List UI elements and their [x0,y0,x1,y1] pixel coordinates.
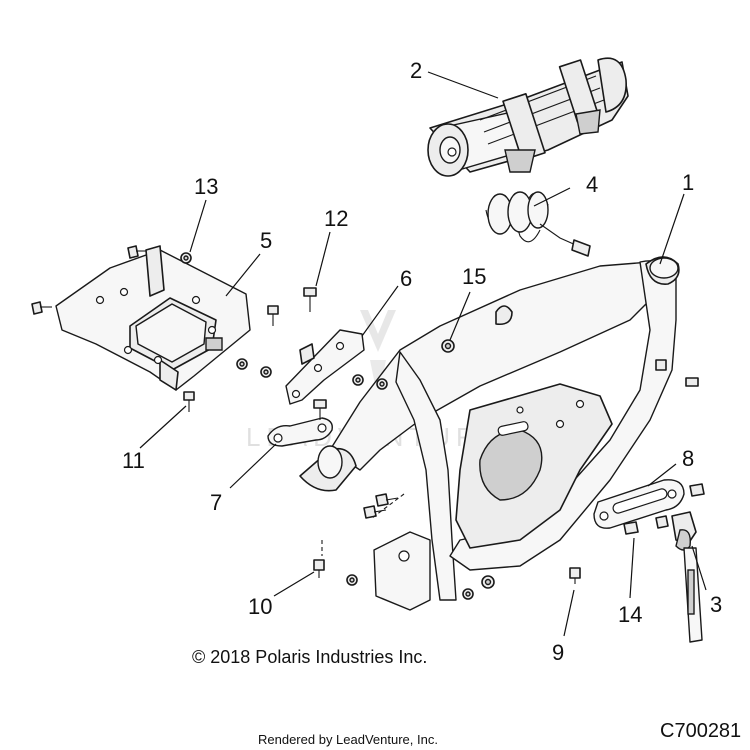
nut-g [462,588,474,600]
bolt-d [363,505,387,519]
link-plate [267,417,333,447]
front-bumper [299,256,680,611]
nut-b [260,366,272,378]
callout-11: 11 [122,448,145,473]
callout-labels: 2 1 3 4 5 6 7 8 9 10 11 12 13 14 15 [122,58,722,665]
nut-15 [441,339,455,353]
bolt-9 [569,567,581,584]
nut-f [481,575,495,589]
callout-13: 13 [194,174,218,199]
callout-3: 3 [710,592,722,617]
winch [427,57,629,177]
bolt-5b [31,301,52,315]
bolt-e [689,483,705,497]
callout-12: 12 [324,206,348,231]
diagram-id: C700281 [660,720,742,742]
fairlead [593,479,685,529]
callout-14: 14 [618,602,642,627]
bolt-a [267,305,279,326]
copyright-notice: © 2018 Polaris Industries Inc. [192,647,428,667]
side-bracket [285,329,365,405]
nut-c [352,374,364,386]
nut-a [236,358,248,370]
bolt-b [313,399,327,420]
bolt-13 [180,252,192,264]
bolt-14 [623,521,639,535]
callout-4: 4 [586,172,598,197]
fastener-bolts [31,245,705,600]
callout-5: 5 [260,228,272,253]
bolt-h [655,359,667,371]
bolt-g [685,377,699,387]
rendered-by-credit: Rendered by LeadVenture, Inc. [258,732,438,747]
bolt-10 [313,559,325,578]
callout-10: 10 [248,594,272,619]
winch-cable [485,191,591,257]
bolt-5a [127,245,146,259]
callout-1: 1 [682,170,694,195]
winch-mount-plate [55,245,251,391]
bolt-11 [183,391,195,412]
callout-15: 15 [462,264,486,289]
callout-2: 2 [410,58,422,83]
callout-7: 7 [210,490,222,515]
callout-6: 6 [400,266,412,291]
bolt-f [655,515,669,529]
bolt-c [375,493,399,507]
bolt-12 [303,287,317,312]
hook-strap [671,511,703,643]
nut-e [346,574,358,586]
nut-d [376,378,388,390]
leader-lines [139,71,707,637]
callout-8: 8 [682,446,694,471]
callout-9: 9 [552,640,564,665]
